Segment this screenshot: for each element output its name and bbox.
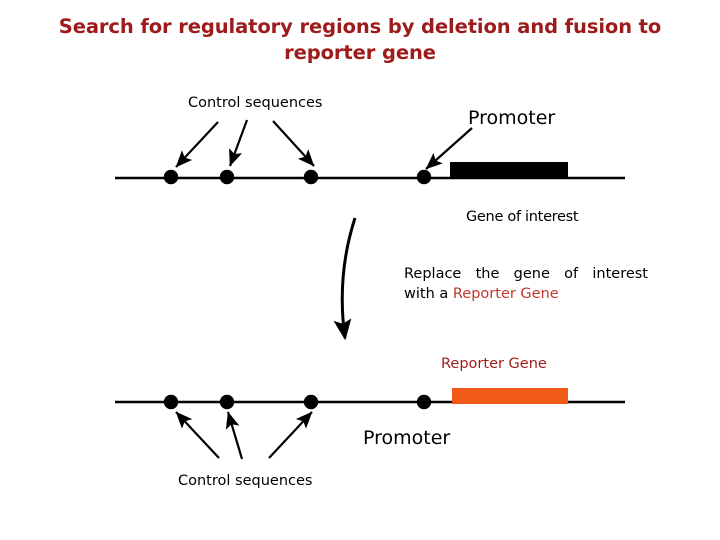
label-gene-of-interest: Gene of interest	[466, 209, 579, 225]
curved-down-arrow	[333, 217, 357, 341]
instruction-reporter-gene-highlight: Reporter Gene	[452, 286, 559, 302]
control-site-dot-3-bottom	[303, 394, 319, 410]
page-title: Search for regulatory regions by deletio…	[58, 15, 662, 64]
gene-of-interest-box	[450, 162, 568, 178]
label-promoter-bottom: Promoter	[363, 427, 451, 449]
leader-arrow-control-2	[228, 119, 249, 167]
leader-arrow-control-1	[175, 121, 219, 168]
leader-arrow-control-3	[272, 120, 315, 167]
leader-arrow-control-1-bottom	[175, 411, 220, 459]
leader-arrow-promoter-top	[425, 127, 473, 170]
label-promoter-top: Promoter	[468, 107, 556, 129]
instruction-line-1: Replace the gene of interest	[404, 266, 648, 282]
leader-arrow-control-3-bottom	[268, 411, 313, 459]
instruction-line-2-prefix: with a	[404, 286, 453, 302]
promoter-site-dot-top	[416, 169, 432, 185]
control-site-dot-1-bottom	[163, 394, 179, 410]
leader-arrow-control-2-bottom	[225, 411, 244, 460]
control-site-dot-3	[303, 169, 319, 185]
instruction-replace-gene: Replace the gene of interest with a Repo…	[404, 264, 648, 304]
label-control-sequences-top: Control sequences	[188, 95, 323, 111]
control-site-dot-2	[219, 169, 235, 185]
control-site-dot-1	[163, 169, 179, 185]
label-control-sequences-bottom: Control sequences	[178, 473, 313, 489]
top-construct-group	[115, 119, 625, 185]
promoter-site-dot-bottom	[416, 394, 432, 410]
control-site-dot-2-bottom	[219, 394, 235, 410]
label-reporter-gene: Reporter Gene	[441, 356, 547, 372]
reporter-gene-box	[452, 388, 568, 404]
